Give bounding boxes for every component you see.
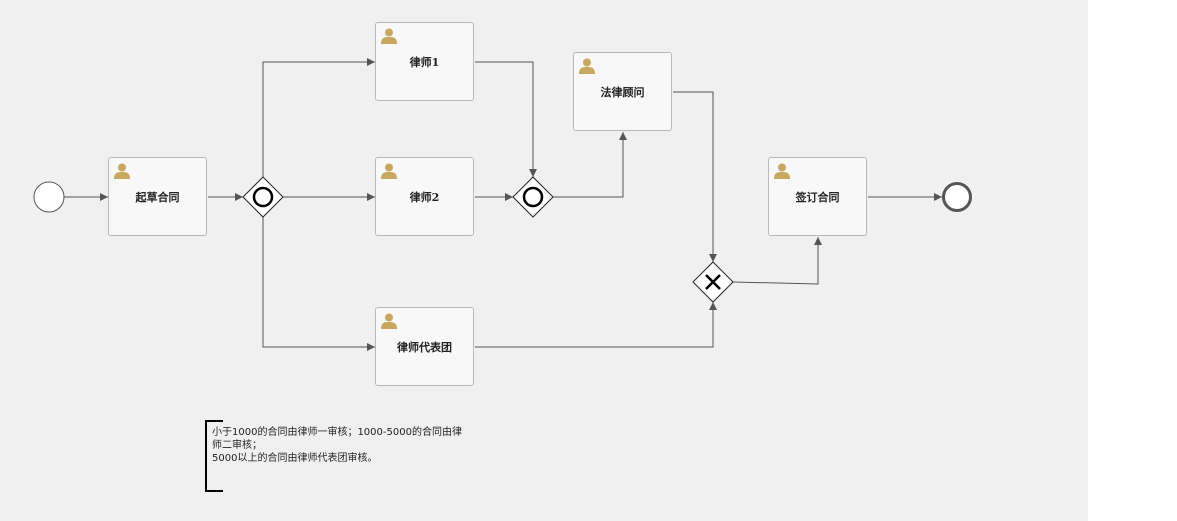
circle-icon — [522, 186, 544, 208]
circle-icon — [252, 186, 274, 208]
annotation-line-1: 小于1000的合同由律师一审核；1000-5000的合同由律师二审核； — [212, 427, 462, 451]
task-label: 签订合同 — [795, 190, 840, 204]
flow-merge-to-counsel[interactable] — [553, 132, 627, 198]
diagram-canvas: 起草合同 律师1 律师2 律师代表团 法律顾问 签 — [0, 0, 1088, 521]
task-label: 法律顾问 — [600, 85, 645, 99]
task-label: 律师1 — [409, 55, 440, 69]
task-label: 起草合同 — [135, 190, 180, 204]
inclusive-merge-gateway[interactable] — [512, 176, 554, 218]
user-icon — [381, 313, 397, 329]
task-lawyer-team[interactable]: 律师代表团 — [375, 307, 474, 386]
user-icon — [114, 163, 130, 179]
text-annotation[interactable]: 小于1000的合同由律师一审核；1000-5000的合同由律师二审核； 5000… — [205, 420, 465, 492]
user-icon — [381, 163, 397, 179]
user-icon — [381, 28, 397, 44]
task-legal-counsel[interactable]: 法律顾问 — [573, 52, 672, 131]
flow-split-to-lawyer1[interactable] — [262, 58, 375, 177]
annotation-line-2: 5000以上的合同由律师代表团审核。 — [212, 453, 378, 464]
flow-decision-to-sign[interactable] — [732, 237, 822, 285]
user-icon — [774, 163, 790, 179]
annotation-bracket — [205, 420, 223, 492]
task-lawyer-1[interactable]: 律师1 — [375, 22, 474, 101]
annotation-text: 小于1000的合同由律师一审核；1000-5000的合同由律师二审核； 5000… — [212, 426, 462, 465]
task-draft-contract[interactable]: 起草合同 — [108, 157, 207, 236]
flow-counsel-to-decision[interactable] — [673, 91, 717, 262]
flow-split-to-lawyer-team[interactable] — [262, 217, 375, 351]
end-event[interactable] — [942, 182, 972, 212]
task-label: 律师2 — [409, 190, 440, 204]
flow-lawyer-team-to-decision[interactable] — [475, 302, 717, 348]
edges-layer — [33, 58, 972, 351]
start-event[interactable] — [33, 181, 65, 213]
task-sign-contract[interactable]: 签订合同 — [768, 157, 867, 236]
task-lawyer-2[interactable]: 律师2 — [375, 157, 474, 236]
user-icon — [579, 58, 595, 74]
flow-lawyer1-to-merge[interactable] — [475, 61, 537, 177]
x-icon — [705, 274, 721, 290]
exclusive-decision-gateway[interactable] — [692, 261, 734, 303]
task-label: 律师代表团 — [397, 340, 452, 354]
inclusive-split-gateway[interactable] — [242, 176, 284, 218]
